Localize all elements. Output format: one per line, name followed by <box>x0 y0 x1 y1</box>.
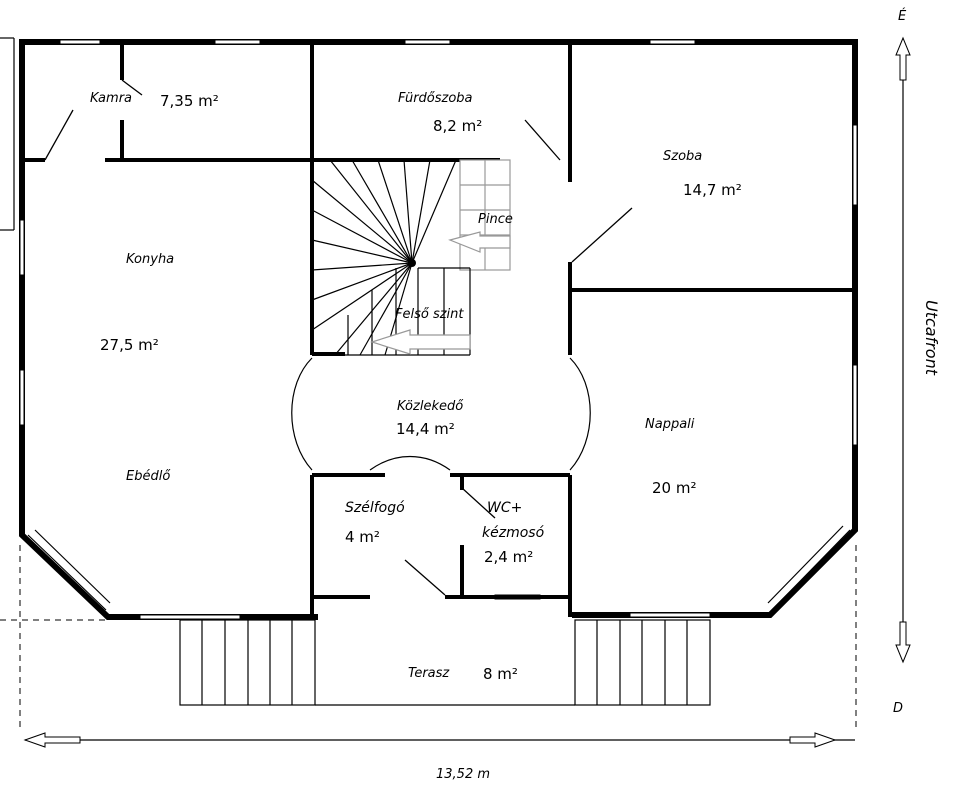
label-south: D <box>893 701 903 716</box>
room-labels: Kamra 7,35 m² Fürdőszoba 8,2 m² Szoba 14… <box>90 91 742 683</box>
windows <box>19 39 858 620</box>
area-kamra: 7,35 m² <box>160 92 219 110</box>
site-dashed-lines <box>0 37 857 730</box>
stair-winders <box>311 159 457 356</box>
label-furdoszoba: Fürdőszoba <box>398 91 473 106</box>
label-kozlekedo: Közlekedő <box>397 399 464 414</box>
label-ebedlo: Ebédlő <box>126 469 171 484</box>
label-wc-line2: kézmosó <box>482 525 545 541</box>
area-konyha: 27,5 m² <box>100 336 159 354</box>
label-kamra: Kamra <box>90 91 132 106</box>
area-nappali: 20 m² <box>652 479 696 497</box>
label-felso-szint: Felső szint <box>395 307 464 322</box>
staircase <box>311 159 511 356</box>
label-width-dimension: 13,52 m <box>436 767 490 782</box>
label-szelfogo: Szélfogó <box>345 500 405 516</box>
label-konyha: Konyha <box>126 252 174 267</box>
label-wc-line1: WC+ <box>487 500 522 516</box>
label-street: Utcafront <box>922 300 941 376</box>
area-kozlekedo: 14,4 m² <box>396 420 455 438</box>
label-szoba: Szoba <box>663 149 702 164</box>
area-szoba: 14,7 m² <box>683 181 742 199</box>
north-south-arrow <box>895 36 911 664</box>
label-terasz: Terasz <box>408 666 450 681</box>
terrace-steps <box>179 619 711 706</box>
corridor-curves <box>291 357 591 471</box>
stair-center-dot <box>408 259 416 267</box>
dimension-arrow <box>23 732 855 748</box>
area-wc: 2,4 m² <box>484 548 533 566</box>
label-nappali: Nappali <box>645 417 695 432</box>
area-terasz: 8 m² <box>483 665 518 683</box>
area-furdoszoba: 8,2 m² <box>433 117 482 135</box>
area-szelfogo: 4 m² <box>345 528 380 546</box>
label-north: É <box>898 8 907 24</box>
doors <box>44 79 633 596</box>
label-pince: Pince <box>478 212 513 227</box>
